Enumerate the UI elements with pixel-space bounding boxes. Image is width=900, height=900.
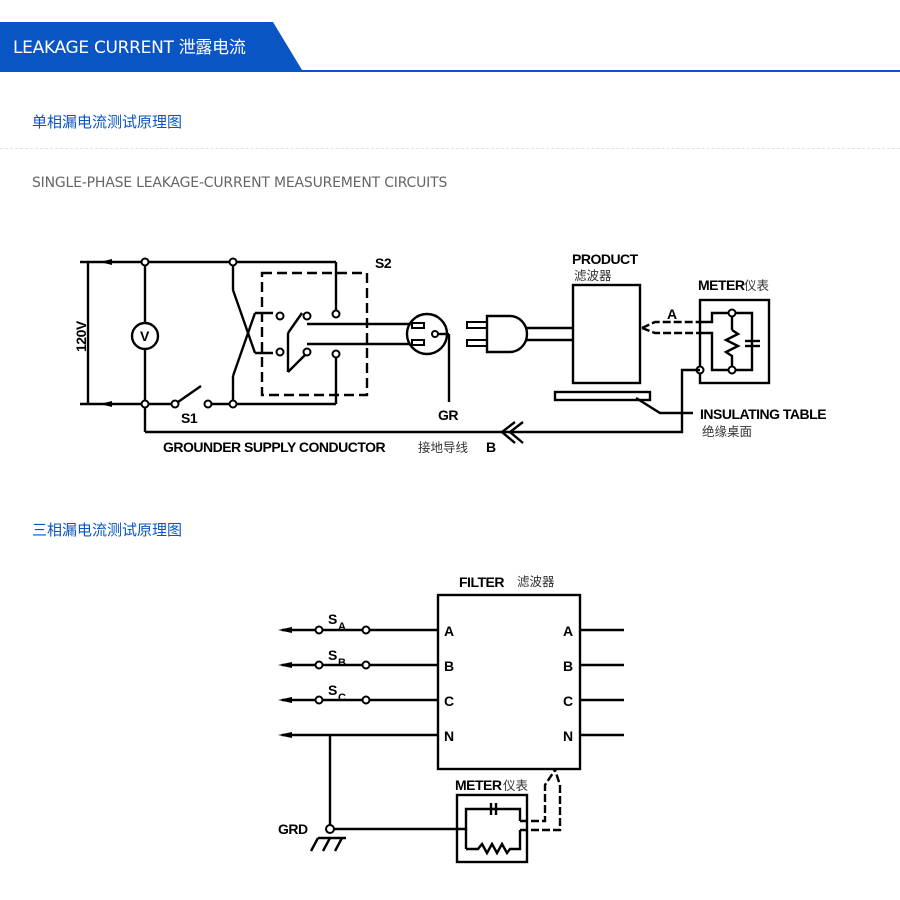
switch-sc-main: S bbox=[328, 682, 337, 698]
grd-label: GRD bbox=[278, 821, 308, 837]
grounder-label-cn: 接地导线 bbox=[418, 440, 469, 455]
three-phase-meter-box: METER 仪表 bbox=[455, 769, 562, 864]
switch-sa-main: S bbox=[328, 611, 337, 627]
insulating-table-label-cn: 绝缘桌面 bbox=[702, 424, 752, 439]
single-phase-section-title: 单相漏电流测试原理图 bbox=[32, 113, 183, 131]
s1-label: S1 bbox=[181, 410, 198, 426]
voltmeter-icon: V bbox=[130, 321, 160, 351]
probe-a: A bbox=[641, 306, 698, 335]
input-terminal-b: B bbox=[444, 658, 454, 674]
switch-sa-sub: A bbox=[338, 621, 346, 633]
phase-c-line: S C bbox=[278, 682, 438, 705]
s2-label: S2 bbox=[375, 255, 392, 271]
switch-s2: S2 bbox=[260, 255, 410, 397]
meter-label-cn: 仪表 bbox=[744, 278, 770, 293]
output-terminal-c: C bbox=[563, 693, 573, 709]
three-phase-section-title: 三相漏电流测试原理图 bbox=[32, 521, 183, 539]
meter-label: METER bbox=[698, 277, 745, 293]
input-terminal-a: A bbox=[444, 623, 454, 639]
point-b-label: B bbox=[486, 439, 496, 455]
header-banner: LEAKAGE CURRENT 泄露电流 bbox=[0, 22, 302, 70]
return-arrow-b: B bbox=[486, 421, 524, 455]
switch-sb-main: S bbox=[328, 647, 337, 663]
phase-b-line: S B bbox=[278, 647, 438, 670]
outlet-icon: GR bbox=[405, 312, 459, 423]
single-phase-subtitle: SINGLE-PHASE LEAKAGE-CURRENT MEASUREMENT… bbox=[32, 175, 448, 191]
product-label-cn: 滤波器 bbox=[574, 268, 612, 283]
filter-label: FILTER bbox=[459, 574, 504, 590]
point-a-label: A bbox=[667, 306, 677, 322]
product-label: PRODUCT bbox=[572, 251, 639, 267]
banner-background bbox=[0, 22, 302, 70]
voltmeter-label: V bbox=[140, 328, 150, 344]
three-phase-meter-label: METER bbox=[455, 777, 502, 793]
product-box: PRODUCT 滤波器 bbox=[553, 251, 652, 402]
filter-label-cn: 滤波器 bbox=[517, 574, 555, 589]
input-terminal-n: N bbox=[444, 728, 454, 744]
switch-sc-sub: C bbox=[338, 692, 346, 704]
page-title: LEAKAGE CURRENT 泄露电流 bbox=[13, 38, 246, 58]
three-phase-meter-label-cn: 仪表 bbox=[503, 778, 529, 793]
switch-s1: S1 bbox=[145, 385, 336, 426]
phase-a-line: S A bbox=[278, 611, 438, 635]
filter-box: FILTER 滤波器 A B C N A B C N bbox=[436, 574, 582, 771]
plug-icon bbox=[466, 314, 573, 354]
output-terminal-a: A bbox=[563, 623, 573, 639]
header-rule bbox=[0, 70, 900, 72]
ground-icon: GRD bbox=[278, 735, 462, 852]
output-terminal-n: N bbox=[563, 728, 573, 744]
insulating-table-label: INSULATING TABLE bbox=[700, 406, 826, 422]
output-terminal-b: B bbox=[563, 658, 573, 674]
gr-label: GR bbox=[438, 407, 458, 423]
section-divider bbox=[0, 148, 900, 149]
neutral-line bbox=[278, 732, 438, 738]
voltage-label: 120V bbox=[73, 320, 89, 352]
input-terminal-c: C bbox=[444, 693, 454, 709]
grounder-label: GROUNDER SUPPLY CONDUCTOR bbox=[163, 439, 386, 455]
voltage-indicator: 120V bbox=[73, 259, 145, 407]
switch-sb-sub: B bbox=[338, 657, 346, 669]
